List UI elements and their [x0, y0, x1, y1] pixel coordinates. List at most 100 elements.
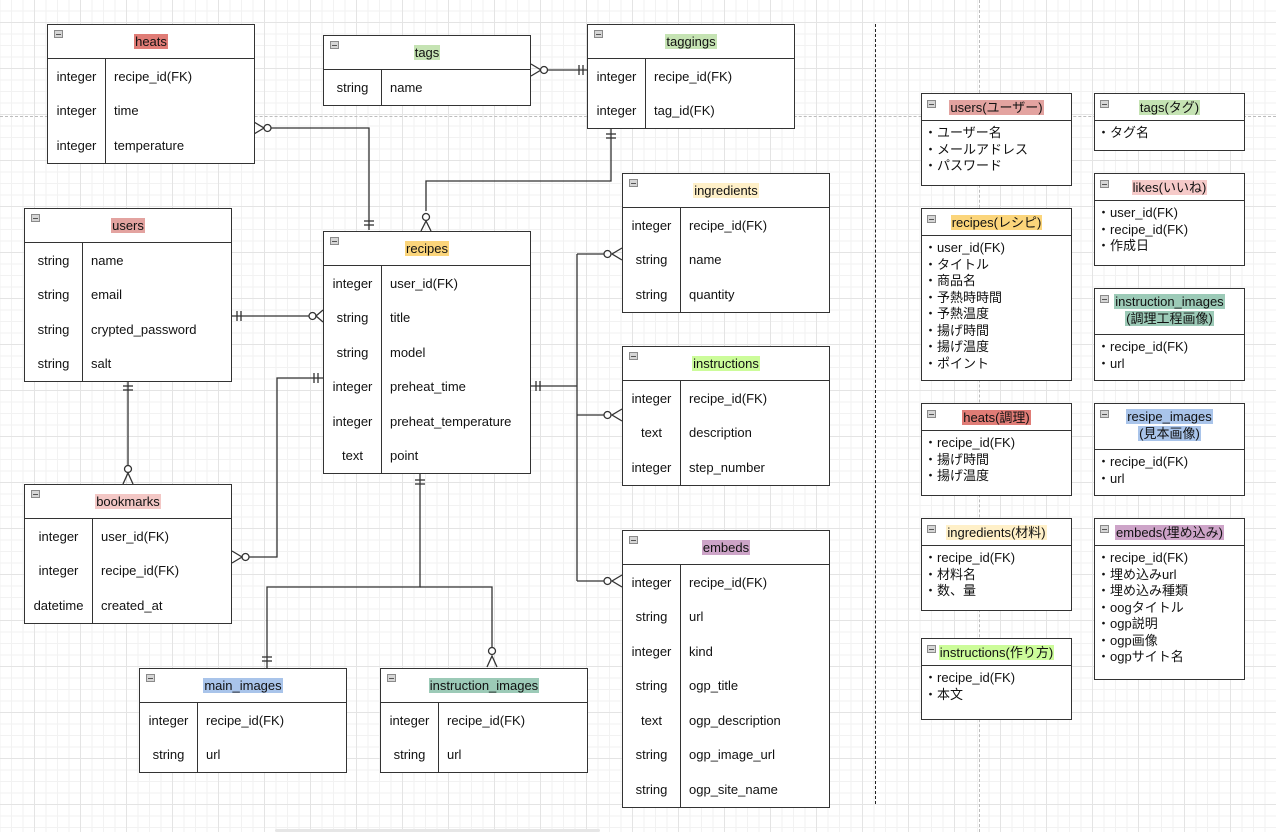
- collapse-icon[interactable]: [927, 645, 936, 653]
- legend-likes[interactable]: likes(いいね)user_id(FK)recipe_id(FK)作成日: [1094, 173, 1245, 266]
- legend-header[interactable]: ingredients(材料): [922, 519, 1071, 546]
- edge-users-bookmarks[interactable]: [122, 381, 134, 485]
- legend-header[interactable]: tags(タグ): [1095, 94, 1244, 121]
- entity-header[interactable]: bookmarks: [25, 485, 231, 519]
- entity-header[interactable]: recipes: [324, 232, 530, 266]
- legend-heats[interactable]: heats(調理)recipe_id(FK)揚げ時間揚げ温度: [921, 403, 1072, 496]
- collapse-icon[interactable]: [927, 100, 936, 108]
- legend-users[interactable]: users(ユーザー)ユーザー名メールアドレスパスワード: [921, 93, 1072, 186]
- horizontal-scrollbar[interactable]: [275, 829, 600, 832]
- collapse-icon[interactable]: [330, 41, 339, 49]
- collapse-icon[interactable]: [1100, 525, 1109, 533]
- edge-users-recipes[interactable]: [232, 309, 324, 323]
- collapse-icon[interactable]: [54, 30, 63, 38]
- legend-instructions[interactable]: instructions(作り方)recipe_id(FK)本文: [921, 638, 1072, 720]
- legend-resipe-images[interactable]: resipe_images(見本画像)recipe_id(FK)url: [1094, 403, 1245, 496]
- legend-instruction-images[interactable]: instruction_images(調理工程画像)recipe_id(FK)u…: [1094, 288, 1245, 381]
- entity-header[interactable]: users: [25, 209, 231, 243]
- collapse-icon[interactable]: [594, 30, 603, 38]
- entity-header[interactable]: embeds: [623, 531, 829, 565]
- legend-ingredients[interactable]: ingredients(材料)recipe_id(FK)材料名数、量: [921, 518, 1072, 611]
- collapse-icon[interactable]: [629, 536, 638, 544]
- entity-header[interactable]: heats: [48, 25, 254, 59]
- legend-header[interactable]: instruction_images(調理工程画像): [1095, 289, 1244, 335]
- entity-header[interactable]: tags: [324, 36, 530, 70]
- collapse-icon[interactable]: [927, 410, 936, 418]
- legend-header[interactable]: users(ユーザー): [922, 94, 1071, 121]
- legend-header[interactable]: embeds(埋め込み): [1095, 519, 1244, 546]
- legend-embeds[interactable]: embeds(埋め込み)recipe_id(FK)埋め込みurl埋め込み種類oo…: [1094, 518, 1245, 680]
- collapse-icon[interactable]: [927, 525, 936, 533]
- edge-heats-recipes[interactable]: [253, 121, 374, 230]
- collapse-icon[interactable]: [330, 237, 339, 245]
- collapse-icon[interactable]: [146, 674, 155, 682]
- edge-recipes-children[interactable]: [531, 247, 623, 588]
- legend-header[interactable]: heats(調理): [922, 404, 1071, 431]
- legend-header[interactable]: instructions(作り方): [922, 639, 1071, 666]
- entity-header[interactable]: taggings: [588, 25, 794, 59]
- collapse-icon[interactable]: [1100, 295, 1109, 303]
- collapse-icon[interactable]: [31, 214, 40, 222]
- legend-header[interactable]: resipe_images(見本画像): [1095, 404, 1244, 450]
- entity-header[interactable]: instruction_images: [381, 669, 587, 703]
- entity-header[interactable]: instructions: [623, 347, 829, 381]
- collapse-icon[interactable]: [927, 215, 936, 223]
- entity-header[interactable]: ingredients: [623, 174, 829, 208]
- edge-recipes-bookmarks[interactable]: [231, 373, 323, 564]
- legend-tags[interactable]: tags(タグ)タグ名: [1094, 93, 1245, 151]
- legend-header[interactable]: recipes(レシピ): [922, 209, 1071, 236]
- collapse-icon[interactable]: [1100, 410, 1109, 418]
- collapse-icon[interactable]: [387, 674, 396, 682]
- entity-header[interactable]: main_images: [140, 669, 346, 703]
- collapse-icon[interactable]: [1100, 100, 1109, 108]
- collapse-icon[interactable]: [1100, 180, 1109, 188]
- legend-header[interactable]: likes(いいね): [1095, 174, 1244, 201]
- edge-taggings-recipes[interactable]: [420, 128, 616, 232]
- edge-tags-taggings[interactable]: [530, 63, 588, 77]
